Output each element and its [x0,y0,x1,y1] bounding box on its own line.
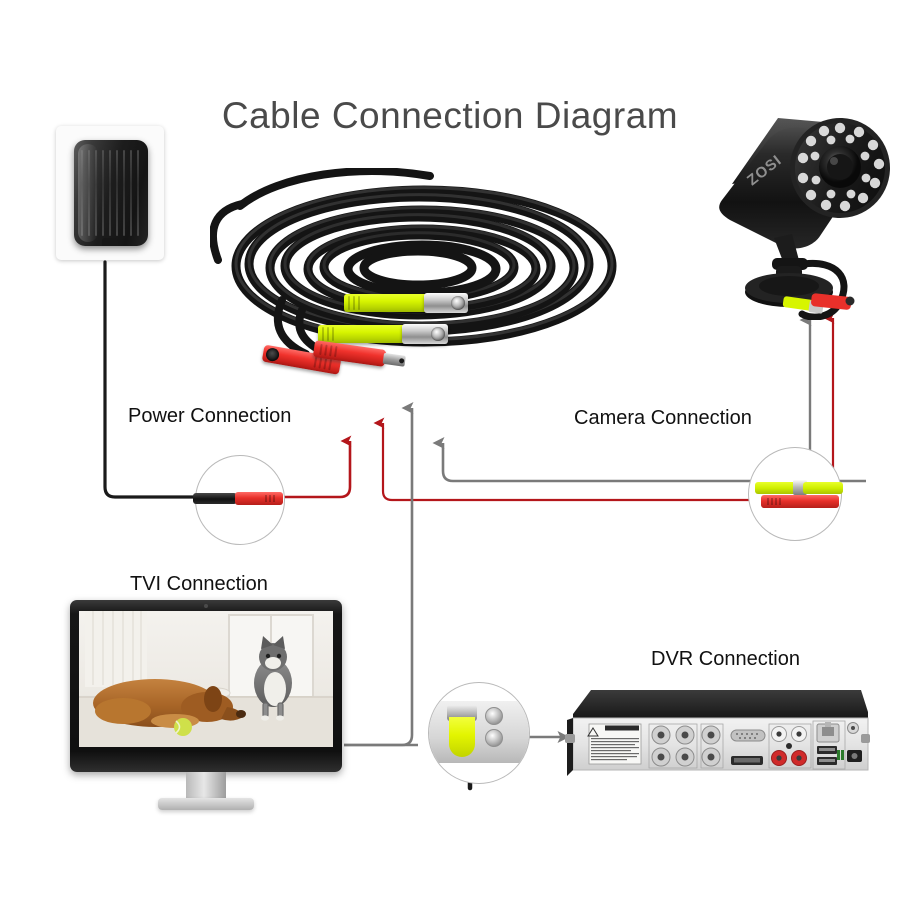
dvr-panel-zoom [429,701,529,763]
dvr-ethernet-port [816,722,840,743]
dvr-port-zoom-b [485,707,503,725]
callout-dvr-bnc-junction [428,682,530,784]
power-plug-black [193,493,237,504]
adapter-highlight [78,144,98,242]
bullet-camera: ZOSI [700,88,896,321]
bnc-plug-yellow-zoom [449,717,475,757]
label-dvr-connection: DVR Connection [651,648,800,670]
dvr-warning-text [591,738,639,761]
camera-bnc-yellow-a [755,482,801,494]
label-power-connection: Power Connection [128,405,292,427]
dvr-bnc-extra [700,723,724,769]
wire-power-callout-to-dc-female [268,435,352,499]
dvr-usb-ports [812,720,846,770]
bnc-lower-pin [431,327,445,341]
monitor-screen [79,611,333,747]
dvr-vga-port [730,729,766,742]
ir-led-ring [797,122,885,212]
monitor [70,600,342,812]
dvr-rca-audio [768,723,812,769]
bnc-upper-boot [344,294,428,312]
bnc-lower-metal [402,324,448,344]
monitor-stand-neck [186,772,226,802]
dvr-port-zoom-c [485,729,503,747]
camera-pigtail-connectors [782,293,855,314]
callout-power-junction [193,455,285,545]
wire-adapter-to-power-callout [103,260,215,499]
adapter-cable-neck [102,238,118,246]
label-camera-connection: Camera Connection [574,407,752,429]
camera-graphic: ZOSI [719,118,890,321]
dc-female-socket [265,347,281,363]
wire-camera-callout-to-bnc-upper [432,437,866,483]
camera-bnc-yellow-b [803,482,843,494]
cable-coil [210,168,640,383]
bnc-upper-metal [424,293,468,313]
monitor-webcam-dot [204,604,208,608]
camera-dc-red [761,495,839,508]
power-plug-red [235,492,283,505]
connector-bnc-lower [318,324,448,344]
adapter-ribs [81,150,141,236]
bnc-upper-pin [451,296,465,310]
monitor-stand-base [158,798,254,810]
bnc-upper-rings [348,296,364,310]
bnc-lower-rings [322,327,338,341]
dvr-hdmi-port [731,756,763,765]
adapter-brick [74,140,148,246]
dvr-power-input [837,722,862,762]
power-adapter [56,126,164,260]
wire-monitor-to-bnc-lower [344,402,414,747]
monitor-bezel [70,600,342,772]
wire-camera-callout-to-dc-male [373,417,762,502]
page-title: Cable Connection Diagram [221,95,679,136]
dvr-graphic [565,690,870,776]
live-view-scene [79,611,333,747]
dvr-bnc-video-in [648,723,698,769]
bnc-lower-boot [318,325,406,343]
dvr-unit [565,688,870,788]
label-tvi-connection: TVI Connection [130,573,268,595]
connector-bnc-upper [344,293,468,313]
callout-camera-junction [748,447,843,541]
